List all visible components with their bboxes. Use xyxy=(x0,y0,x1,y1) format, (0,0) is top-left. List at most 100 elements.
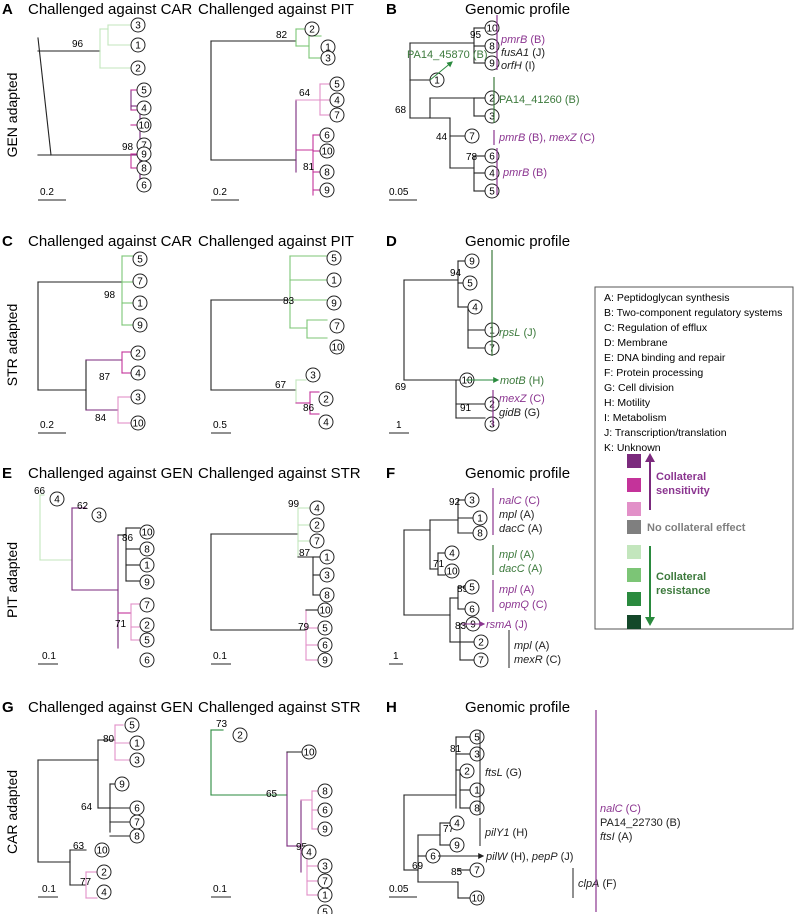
leaf-node xyxy=(449,837,465,853)
leaf-node xyxy=(309,500,325,516)
leaf-node xyxy=(459,763,475,779)
leaf-label: 2 xyxy=(314,521,320,532)
leaf-label: 3 xyxy=(134,756,140,767)
gene-annotation: PA14_22730 (B) xyxy=(600,817,681,829)
leaf-label: 8 xyxy=(324,591,330,602)
leaf-label: 1 xyxy=(434,76,440,87)
swatch-weak-resistance xyxy=(627,545,641,559)
leaf-node xyxy=(464,601,480,617)
leaf-label: 2 xyxy=(101,868,107,879)
leaf-label: 6 xyxy=(469,605,475,616)
panel-letter: B xyxy=(386,1,397,18)
leaf-label: 10 xyxy=(138,121,150,132)
leaf-label: 2 xyxy=(489,94,495,105)
bootstrap-value: 77 xyxy=(443,824,455,835)
leaf-node xyxy=(139,557,155,573)
leaf-node xyxy=(319,587,335,603)
row-label: GEN adapted xyxy=(4,73,20,158)
leaf-node xyxy=(317,904,333,914)
leaf-node xyxy=(317,783,333,799)
leaf-label: 1 xyxy=(324,553,330,564)
leaf-node xyxy=(464,492,480,508)
gene-annotation: pmrB (B), mexZ (C) xyxy=(498,132,595,144)
leaf-label: 2 xyxy=(309,25,315,36)
leaf-label: 6 xyxy=(141,181,147,192)
leaf-label: 4 xyxy=(101,888,107,899)
leaf-node xyxy=(319,164,335,180)
leaf-node xyxy=(132,317,148,333)
gene-annotation: mpl (A) xyxy=(514,640,549,652)
bootstrap-value: 89 xyxy=(457,584,469,595)
leaf-label: 5 xyxy=(474,733,480,744)
panel-letter: C xyxy=(2,233,13,250)
leaf-label: 9 xyxy=(469,257,475,268)
leaf-node xyxy=(319,567,335,583)
swatch-weak-sensitivity xyxy=(627,502,641,516)
leaf-label: 9 xyxy=(489,59,495,70)
leaf-label: 5 xyxy=(467,279,473,290)
leaf-node xyxy=(449,815,465,831)
legend-category: B: Two-component regulatory systems xyxy=(604,307,782,319)
annotations: pmrB (B) fusA1 (J) orfH (I) PA14_45870 (… xyxy=(407,15,681,912)
leaf-label: 8 xyxy=(141,164,147,175)
leaf-label: 8 xyxy=(322,787,328,798)
bootstrap-value: 87 xyxy=(99,372,111,383)
leaf-node xyxy=(464,579,480,595)
legend-category: H: Motility xyxy=(604,397,651,409)
leaf-node xyxy=(484,396,500,412)
panel-title: Challenged against GEN xyxy=(28,465,193,482)
leaf-label: 2 xyxy=(237,731,243,742)
leaf-label: 2 xyxy=(323,395,329,406)
gene-annotation: motB (H) xyxy=(500,375,544,387)
gene-annotation: dacC (A) xyxy=(499,523,542,535)
panel-title: Challenged against PIT xyxy=(198,233,354,250)
bootstrap-value: 95 xyxy=(470,30,482,41)
leaf-node xyxy=(484,165,500,181)
leaf-label: 8 xyxy=(489,42,495,53)
leaf-label: 1 xyxy=(134,739,140,750)
leaf-node xyxy=(124,717,140,733)
leaf-label: 7 xyxy=(334,322,340,333)
leaf-label: 10 xyxy=(141,528,153,539)
leaf-node xyxy=(317,802,333,818)
swatch-no-effect xyxy=(627,520,641,534)
leaf-label: 10 xyxy=(471,894,483,905)
leaf-label: 1 xyxy=(325,43,331,54)
leaf-label: 7 xyxy=(469,132,475,143)
leaf-label: 4 xyxy=(454,819,460,830)
bootstrap-value: 78 xyxy=(466,152,478,163)
scale-label: 0.2 xyxy=(213,187,227,198)
leaf-node xyxy=(317,637,333,653)
panel-letter: A xyxy=(2,1,13,18)
panel-title: Challenged against STR xyxy=(198,465,361,482)
leaf-node xyxy=(317,602,333,618)
leaf-node xyxy=(317,858,333,874)
leaf-label: 3 xyxy=(324,571,330,582)
leaf-label: 6 xyxy=(134,804,140,815)
gene-annotation: gidB (G) xyxy=(499,407,540,419)
bootstrap-value: 95 xyxy=(296,842,308,853)
panel-title: Challenged against GEN xyxy=(28,699,193,716)
leaf-label: 9 xyxy=(322,825,328,836)
leaf-node xyxy=(130,37,146,53)
leaf-label: 5 xyxy=(141,86,147,97)
scale-label: 0.1 xyxy=(42,651,56,662)
scale-label: 0.05 xyxy=(389,187,409,198)
leaf-label: 5 xyxy=(322,624,328,635)
leaf-label: 1 xyxy=(144,561,150,572)
leaf-label: 4 xyxy=(489,169,495,180)
gene-annotation: rsmA (J) xyxy=(486,619,528,631)
panel-title: Genomic profile xyxy=(465,699,570,716)
leaf-label: 3 xyxy=(310,371,316,382)
gene-annotation: opmQ (C) xyxy=(499,599,547,611)
leaf-node xyxy=(139,617,155,633)
swatch-strongest-resistance xyxy=(627,615,641,629)
bootstrap-value: 94 xyxy=(450,268,462,279)
bootstrap-value: 64 xyxy=(299,88,311,99)
bootstrap-value: 83 xyxy=(455,621,467,632)
leaf-label: 6 xyxy=(322,806,328,817)
